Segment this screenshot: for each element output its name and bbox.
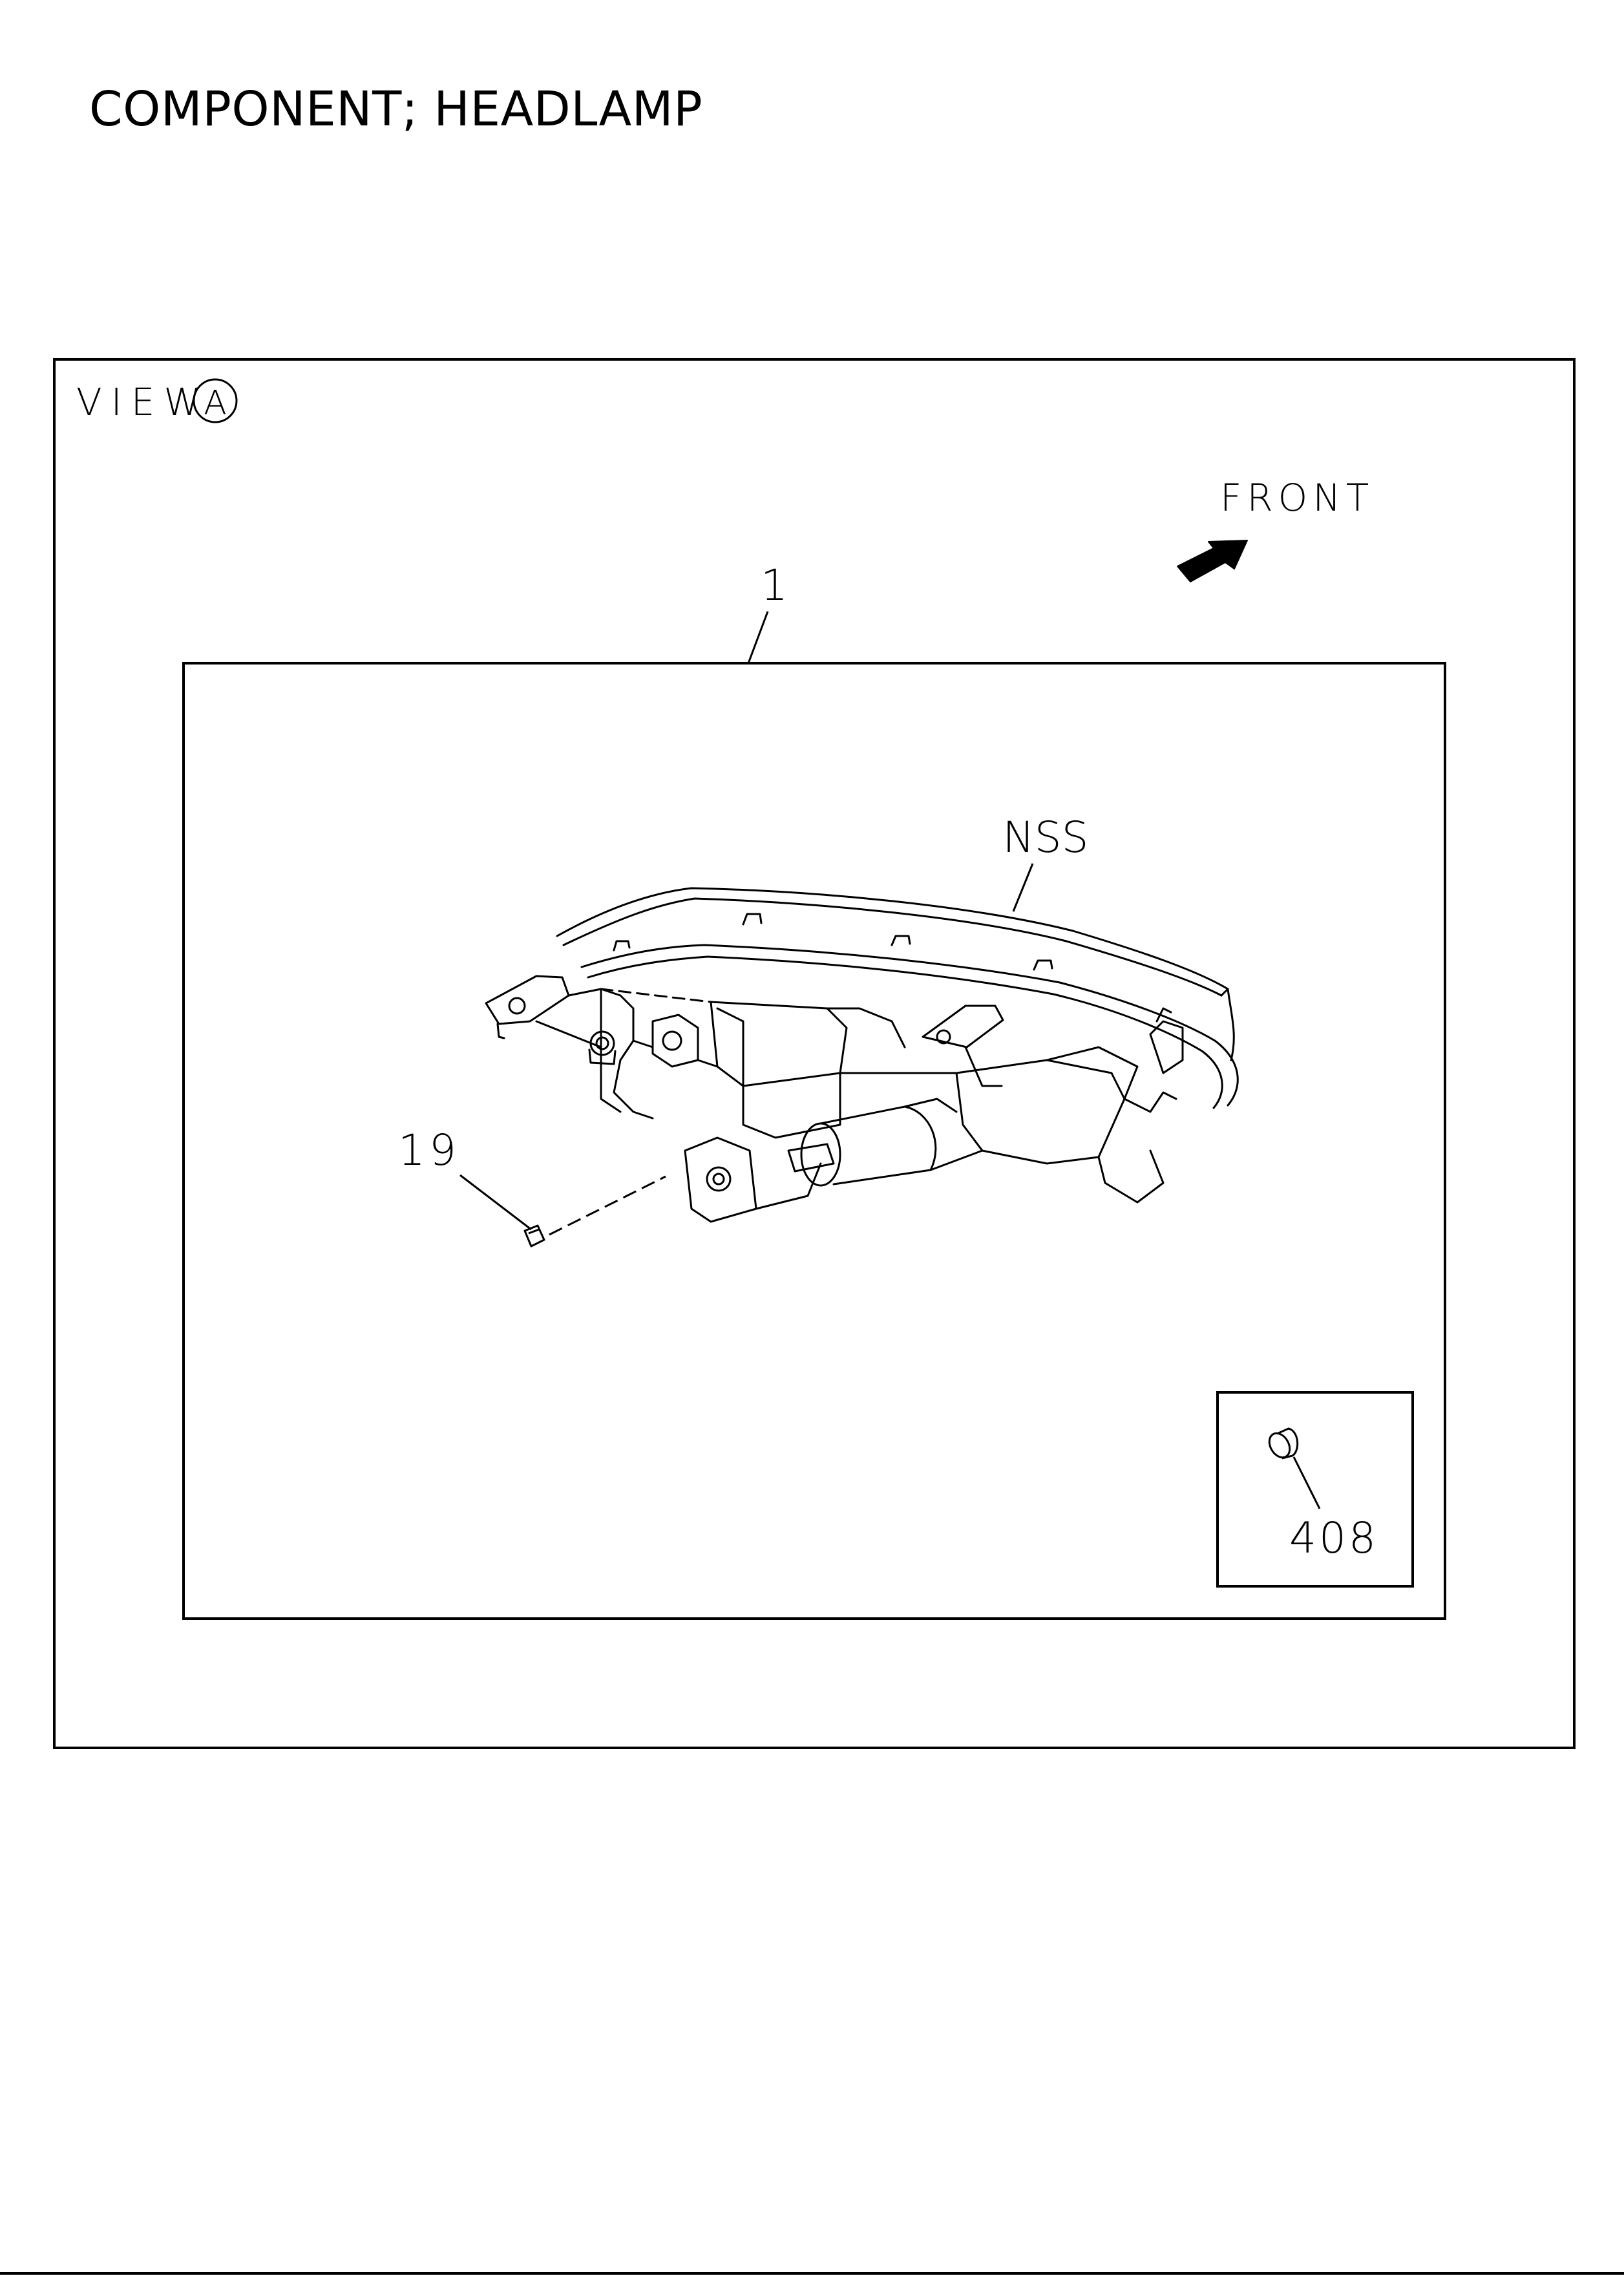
callout-408-label: 408	[1289, 1513, 1378, 1563]
inset-frame-408	[1216, 1391, 1414, 1588]
view-frame	[53, 358, 1576, 1749]
view-label: VIEW	[76, 380, 210, 424]
page-title: COMPONENT; HEADLAMP	[89, 81, 703, 137]
view-marker: A	[193, 378, 238, 423]
front-label: FRONT	[1220, 476, 1374, 520]
callout-19-label: 19	[398, 1125, 460, 1175]
view-marker-letter: A	[204, 384, 227, 423]
headlamp-drawing	[485, 887, 1239, 1223]
callout-19-leader	[459, 1174, 532, 1231]
callout-1-label: 1	[761, 560, 788, 610]
callout-nss-label: NSS	[1002, 813, 1088, 862]
clip-part-drawing	[523, 1224, 545, 1248]
callout-nss-leader	[1012, 863, 1034, 912]
bushing-part-drawing	[1268, 1427, 1299, 1460]
assembly-frame	[182, 662, 1446, 1620]
callout-1-leader	[747, 611, 769, 664]
callout-408-leader	[1292, 1456, 1321, 1509]
front-arrow-icon	[1177, 540, 1248, 582]
clip-install-dashline	[549, 1175, 666, 1236]
